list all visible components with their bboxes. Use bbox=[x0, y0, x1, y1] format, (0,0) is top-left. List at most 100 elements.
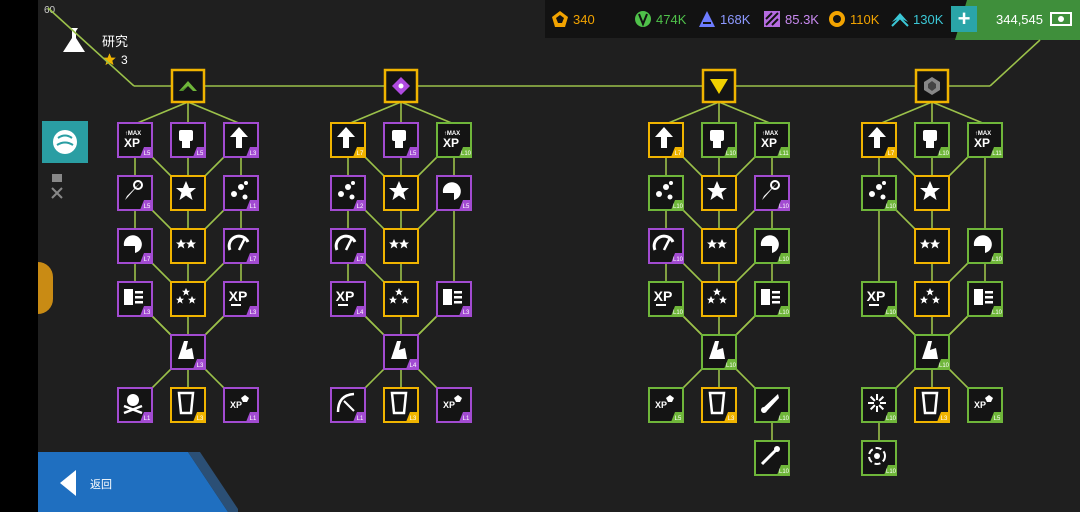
research-node-three-stars[interactable] bbox=[383, 281, 419, 317]
research-node-radar[interactable]: L7 bbox=[117, 228, 153, 264]
tree-connector bbox=[417, 156, 438, 177]
research-node-hero[interactable]: L10 bbox=[701, 334, 737, 370]
blue-shard-icon bbox=[699, 11, 715, 27]
research-node-radar[interactable]: L5 bbox=[436, 175, 472, 211]
tree-connector bbox=[204, 262, 225, 283]
resource-value: 340 bbox=[573, 11, 595, 27]
tools-icon[interactable] bbox=[49, 172, 65, 200]
research-node-three-stars[interactable] bbox=[914, 281, 950, 317]
tree-connector bbox=[347, 101, 402, 125]
research-node-card[interactable]: L3 bbox=[170, 387, 206, 423]
research-node-fist[interactable]: L10 bbox=[701, 122, 737, 158]
tree-connector bbox=[948, 368, 969, 389]
node-level-label: L3 bbox=[410, 416, 417, 422]
research-node-card[interactable]: L3 bbox=[701, 387, 737, 423]
research-node-star[interactable] bbox=[383, 175, 419, 211]
research-node-fist[interactable]: L10 bbox=[914, 122, 950, 158]
research-node-burst[interactable]: L10 bbox=[861, 387, 897, 423]
purple-ore-icon bbox=[764, 11, 780, 27]
fist-icon bbox=[923, 130, 937, 148]
research-node-hero[interactable]: L3 bbox=[170, 334, 206, 370]
research-node-scatter[interactable]: L10 bbox=[648, 175, 684, 211]
tree-header-node[interactable] bbox=[701, 68, 737, 104]
left-black-bar bbox=[0, 0, 38, 512]
research-node-radar[interactable]: L10 bbox=[967, 228, 1003, 264]
back-label[interactable]: 返回 bbox=[90, 479, 112, 491]
research-node-scatter[interactable]: L10 bbox=[861, 175, 897, 211]
research-node-arrow-up[interactable]: L7 bbox=[330, 122, 366, 158]
research-node-drill[interactable]: L10 bbox=[754, 387, 790, 423]
research-node-hero[interactable]: L4 bbox=[383, 334, 419, 370]
research-node-gauge[interactable]: L10 bbox=[648, 228, 684, 264]
side-tab-research[interactable] bbox=[42, 121, 88, 163]
research-node-gauge[interactable]: L7 bbox=[223, 228, 259, 264]
research-node-scatter[interactable]: L1 bbox=[223, 175, 259, 211]
research-node-hero[interactable]: L10 bbox=[914, 334, 950, 370]
research-node-three-stars[interactable] bbox=[170, 281, 206, 317]
research-node-fist[interactable]: L5 bbox=[383, 122, 419, 158]
research-node-list[interactable]: L3 bbox=[436, 281, 472, 317]
add-currency-button[interactable]: + bbox=[951, 6, 977, 32]
research-node-list[interactable]: L10 bbox=[754, 281, 790, 317]
three-stars-icon bbox=[920, 288, 940, 304]
node-level-label: L1 bbox=[357, 416, 364, 422]
node-level-label: L10 bbox=[992, 310, 1003, 316]
tree-header-node[interactable] bbox=[170, 68, 206, 104]
research-node-skull[interactable]: L1 bbox=[117, 387, 153, 423]
tree-header-node[interactable] bbox=[914, 68, 950, 104]
tree-header-node[interactable] bbox=[383, 68, 419, 104]
research-node-arrow-up[interactable]: L3 bbox=[223, 122, 259, 158]
research-node-star[interactable] bbox=[914, 175, 950, 211]
research-node-arrow-up[interactable]: L7 bbox=[861, 122, 897, 158]
list-icon bbox=[443, 289, 462, 305]
node-level-label: L10 bbox=[939, 151, 950, 157]
node-level-label: L7 bbox=[144, 257, 151, 263]
research-node-two-stars[interactable] bbox=[701, 228, 737, 264]
research-node-two-stars[interactable] bbox=[914, 228, 950, 264]
research-node-three-stars[interactable] bbox=[701, 281, 737, 317]
tree-connector bbox=[151, 209, 172, 230]
research-node-two-stars[interactable] bbox=[383, 228, 419, 264]
research-node-radar[interactable]: L10 bbox=[754, 228, 790, 264]
hero-icon bbox=[178, 341, 194, 359]
research-node-swirl[interactable]: L10 bbox=[861, 440, 897, 476]
research-node-needle[interactable]: L10 bbox=[754, 175, 790, 211]
research-node-star[interactable] bbox=[701, 175, 737, 211]
research-node-fist[interactable]: L5 bbox=[170, 122, 206, 158]
research-node-two-stars[interactable] bbox=[170, 228, 206, 264]
research-node-gauge[interactable]: L7 bbox=[330, 228, 366, 264]
research-node-card[interactable]: L3 bbox=[914, 387, 950, 423]
node-level-label: L3 bbox=[728, 416, 735, 422]
research-node-needle[interactable]: L5 bbox=[117, 175, 153, 211]
research-node-star[interactable] bbox=[170, 175, 206, 211]
research-node-card[interactable]: L3 bbox=[383, 387, 419, 423]
node-level-label: L10 bbox=[779, 257, 790, 263]
research-node-scythe[interactable]: L1 bbox=[330, 387, 366, 423]
node-level-label: L10 bbox=[673, 310, 684, 316]
scatter-icon bbox=[869, 181, 886, 200]
coin-edge-icon[interactable] bbox=[38, 262, 53, 314]
tree-connector bbox=[204, 209, 225, 230]
node-level-label: L4 bbox=[357, 310, 364, 316]
research-node-wand[interactable]: L10 bbox=[754, 440, 790, 476]
tree-connector bbox=[417, 368, 438, 389]
research-node-scatter[interactable]: L2 bbox=[330, 175, 366, 211]
research-node-arrow-up[interactable]: L7 bbox=[648, 122, 684, 158]
tree-connector bbox=[948, 262, 969, 283]
research-node-list[interactable]: L10 bbox=[967, 281, 1003, 317]
tree-connector bbox=[718, 101, 773, 125]
research-node-list[interactable]: L3 bbox=[117, 281, 153, 317]
